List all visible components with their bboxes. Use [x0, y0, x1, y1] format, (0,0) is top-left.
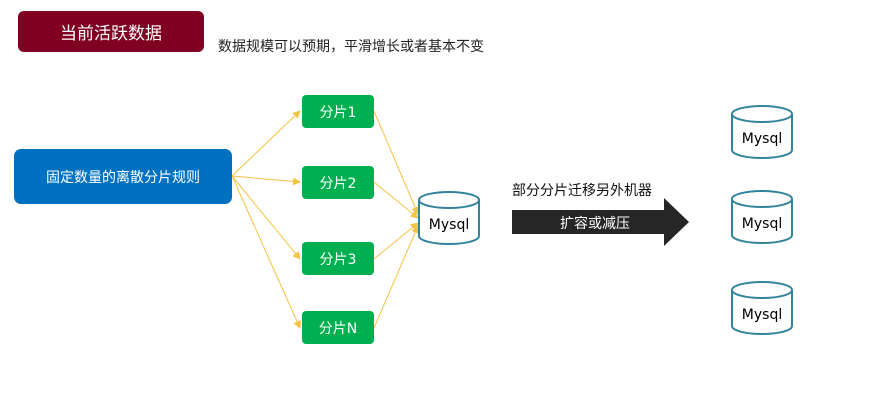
source-db-cylinder: Mysql	[418, 191, 480, 245]
connector-rule-to-shard-n	[231, 175, 301, 329]
source-db-label: Mysql	[429, 217, 469, 233]
target-db-cylinder-2: Mysql	[731, 190, 793, 244]
shard-n-label: 分片N	[318, 320, 358, 337]
shard-1-box: 分片1	[302, 95, 374, 128]
connector-shard-n-to-db	[373, 225, 419, 329]
shard-1-label: 分片1	[319, 104, 357, 121]
target-db-label-3: Mysql	[742, 307, 782, 323]
sharding-rule-label: 固定数量的离散分片规则	[46, 169, 200, 186]
connector-rule-to-shard-2	[231, 175, 301, 186]
shard-2-box: 分片2	[302, 166, 374, 199]
connector-rule-to-shard-3	[231, 175, 301, 260]
connector-shard-2-to-db	[373, 181, 419, 219]
page-subtitle: 数据规模可以预期，平滑增长或者基本不变	[218, 39, 484, 55]
sharding-rule-box: 固定数量的离散分片规则	[14, 149, 232, 204]
target-db-cylinder-3: Mysql	[731, 281, 793, 335]
target-db-label-1: Mysql	[742, 131, 782, 147]
connector-rule-to-shard-1	[231, 110, 301, 177]
page-title-badge: 当前活跃数据	[18, 11, 204, 52]
migration-label: 部分分片迁移另外机器	[512, 183, 652, 199]
shard-n-box: 分片N	[302, 311, 374, 344]
connector-shard-3-to-db	[373, 222, 419, 260]
migration-arrow-label: 扩容或减压	[560, 216, 630, 232]
connector-shard-1-to-db	[373, 110, 419, 215]
page-title: 当前活跃数据	[60, 24, 162, 44]
shard-3-box: 分片3	[302, 242, 374, 275]
migration-arrow	[512, 198, 689, 246]
shard-2-label: 分片2	[319, 175, 357, 192]
target-db-label-2: Mysql	[742, 216, 782, 232]
shard-3-label: 分片3	[319, 251, 357, 268]
target-db-cylinder-1: Mysql	[731, 105, 793, 159]
